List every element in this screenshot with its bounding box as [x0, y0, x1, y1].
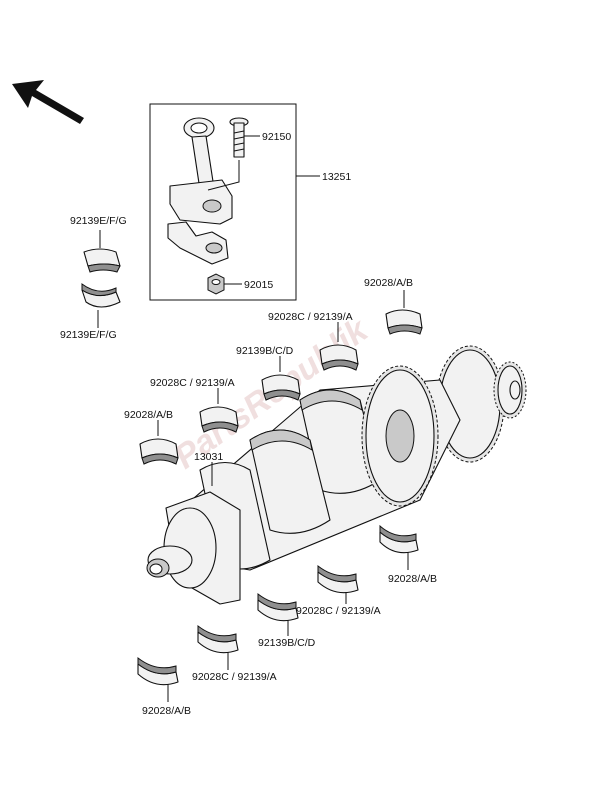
bottom-bearing-2	[317, 564, 359, 594]
rod-bearing-lower	[81, 283, 121, 308]
label-top-bearing-1: 92028/A/B	[124, 409, 173, 421]
front-direction-arrow-icon	[12, 80, 84, 124]
top-bearing-5	[385, 309, 423, 335]
label-top-bearing-2: 92028C / 92139/A	[150, 377, 235, 389]
crankshaft	[146, 345, 527, 605]
label-rod-bearing-upper: 92139E/F/G	[70, 215, 127, 227]
label-bottom-bearing-1: 92028/A/B	[388, 573, 437, 585]
bottom-bearing-1	[379, 524, 419, 554]
top-bearing-1	[139, 438, 179, 465]
top-bearing-2	[199, 406, 239, 433]
label-top-bearing-3: 92139B/C/D	[236, 345, 294, 357]
label-bottom-bearing-3: 92139B/C/D	[258, 637, 316, 649]
rod-bolt	[229, 117, 249, 158]
label-bolt: 92150	[262, 131, 291, 143]
label-crankshaft: 13031	[194, 451, 223, 463]
rod-bearing-upper	[83, 248, 121, 273]
label-bottom-bearing-4: 92028C / 92139/A	[192, 671, 277, 683]
label-bottom-bearing-5: 92028/A/B	[142, 705, 191, 717]
top-bearing-4	[319, 344, 359, 371]
label-rod-bearing-lower: 92139E/F/G	[60, 329, 117, 341]
label-top-bearing-4: 92028C / 92139/A	[268, 311, 353, 323]
bottom-bearing-3	[257, 592, 299, 622]
label-bottom-bearing-2: 92028C / 92139/A	[296, 605, 381, 617]
label-nut: 92015	[244, 279, 273, 291]
rod-nut	[207, 273, 225, 295]
bottom-bearing-4	[197, 624, 239, 654]
connecting-rod	[167, 117, 233, 265]
top-bearing-3	[261, 374, 301, 401]
rod-assembly-frame	[149, 103, 297, 301]
label-top-bearing-5: 92028/A/B	[364, 277, 413, 289]
bottom-bearing-5	[137, 656, 179, 686]
label-rod-assembly: 13251	[322, 171, 351, 183]
